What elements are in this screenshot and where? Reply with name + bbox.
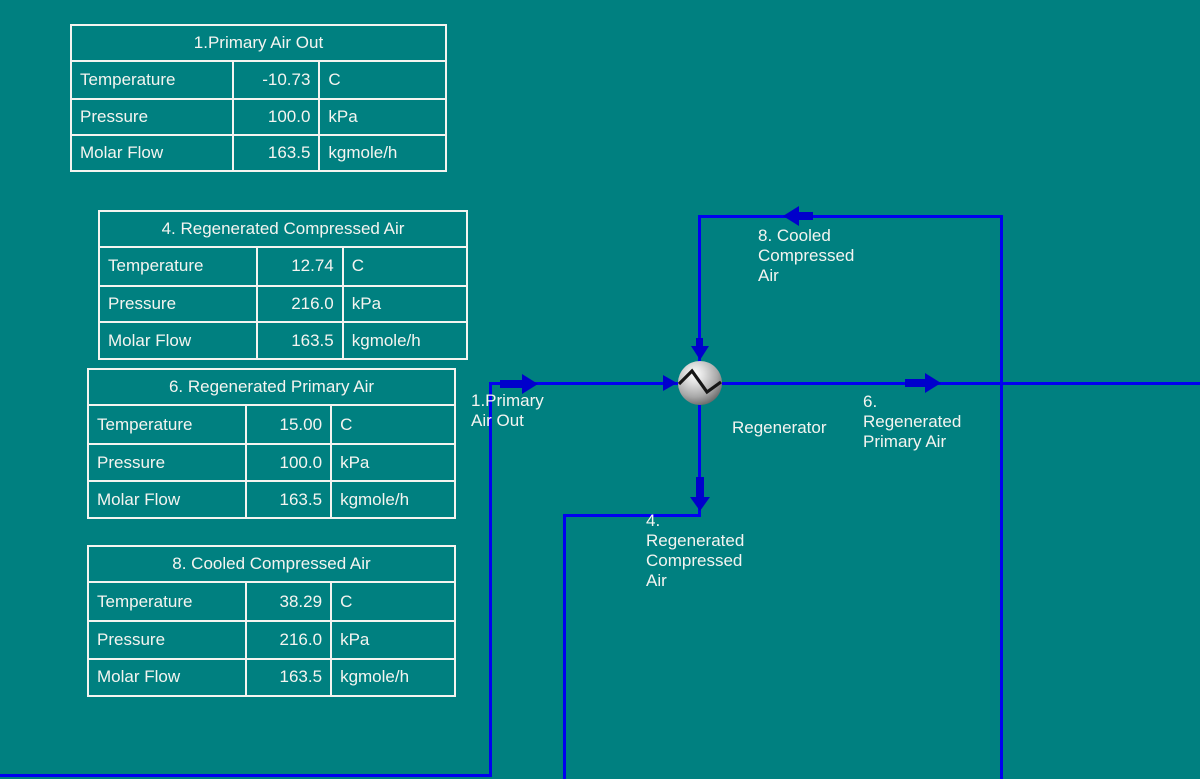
- stream-1-line-horizontal[interactable]: [489, 382, 679, 385]
- property-name: Pressure: [100, 286, 259, 322]
- property-value: 15.00: [247, 406, 333, 443]
- stream-6-label[interactable]: 6. Regenerated Primary Air: [863, 392, 961, 452]
- property-value: 100.0: [247, 445, 333, 480]
- table-row: Temperature -10.73 C: [72, 62, 445, 98]
- stream-1-flow-arrow-head-icon[interactable]: [522, 374, 538, 394]
- property-value: 163.5: [247, 482, 333, 517]
- stream-4-label-line: Regenerated: [646, 531, 745, 550]
- table-row: Pressure 216.0 kPa: [89, 620, 454, 658]
- property-unit: kPa: [351, 293, 382, 313]
- property-name: Temperature: [89, 406, 248, 443]
- property-unit: C: [328, 70, 341, 89]
- table-row: Temperature 38.29 C: [89, 583, 454, 621]
- property-name: Molar Flow: [100, 323, 259, 358]
- property-name: Temperature: [72, 62, 234, 98]
- property-name: Temperature: [89, 583, 248, 621]
- stream-4-flow-arrow[interactable]: [696, 477, 704, 497]
- stream-8-line-inlet[interactable]: [698, 215, 701, 365]
- table-title: 4. Regenerated Compressed Air: [100, 212, 466, 248]
- property-name: Molar Flow: [72, 136, 234, 170]
- property-value: 163.5: [247, 659, 333, 695]
- stream-8-line-horizontal[interactable]: [698, 215, 1003, 218]
- stream-1-label[interactable]: 1.Primary Air Out: [471, 391, 544, 431]
- property-value: 100.0: [234, 100, 321, 134]
- stream-1-line-vertical[interactable]: [489, 383, 492, 777]
- stream-table-6-regenerated-primary-air[interactable]: 6. Regenerated Primary Air Temperature 1…: [87, 368, 456, 519]
- stream-1-label-line: 1.Primary: [471, 391, 544, 410]
- property-name: Pressure: [89, 445, 248, 480]
- stream-table-4-regenerated-compressed-air[interactable]: 4. Regenerated Compressed Air Temperatur…: [98, 210, 468, 360]
- property-value: 12.74: [258, 248, 344, 285]
- stream-6-label-line: 6.: [863, 392, 878, 411]
- table-row: Molar Flow 163.5 kgmole/h: [72, 134, 445, 170]
- property-unit: kgmole/h: [328, 143, 398, 162]
- table-row: Molar Flow 163.5 kgmole/h: [89, 480, 454, 517]
- heat-exchanger-icon[interactable]: [678, 361, 722, 405]
- property-unit: kPa: [340, 629, 370, 649]
- stream-8-line-vertical[interactable]: [1000, 215, 1003, 779]
- property-name: Temperature: [100, 248, 259, 285]
- table-row: Pressure 216.0 kPa: [100, 284, 466, 322]
- property-value: 38.29: [247, 583, 333, 621]
- table-row: Molar Flow 163.5 kgmole/h: [89, 657, 454, 695]
- table-title: 1.Primary Air Out: [72, 26, 445, 62]
- stream-6-flow-arrow-head-icon[interactable]: [925, 373, 941, 393]
- stream-8-flow-arrow-head-icon[interactable]: [783, 206, 799, 226]
- property-unit: C: [351, 256, 365, 276]
- table-title: 6. Regenerated Primary Air: [89, 370, 454, 406]
- property-unit: C: [340, 591, 353, 611]
- unit-label-regenerator[interactable]: Regenerator: [732, 418, 827, 437]
- stream-8-label-line: Compressed: [758, 246, 855, 265]
- stream-8-inlet-arrow-icon[interactable]: [691, 346, 709, 360]
- property-unit: kgmole/h: [340, 667, 410, 687]
- stream-1-flow-arrow[interactable]: [500, 380, 522, 388]
- stream-6-label-line: Primary Air: [863, 432, 947, 451]
- stream-4-label-line: 4.: [646, 511, 661, 530]
- property-value: -10.73: [234, 62, 321, 98]
- stream-4-flow-arrow-head-icon[interactable]: [690, 497, 710, 511]
- stream-4-label[interactable]: 4. Regenerated Compressed Air: [646, 511, 744, 591]
- stream-8-label-line: Air: [758, 266, 779, 285]
- stream-8-label[interactable]: 8. Cooled Compressed Air: [758, 226, 854, 286]
- stream-1-label-line: Air Out: [471, 411, 524, 430]
- stream-table-1-primary-air-out[interactable]: 1.Primary Air Out Temperature -10.73 C P…: [70, 24, 447, 172]
- property-value: 163.5: [258, 323, 344, 358]
- property-value: 216.0: [258, 286, 344, 322]
- stream-6-line-horizontal[interactable]: [720, 382, 1200, 385]
- property-value: 163.5: [234, 136, 321, 170]
- property-name: Molar Flow: [89, 659, 248, 695]
- table-row: Molar Flow 163.5 kgmole/h: [100, 321, 466, 358]
- property-unit: kgmole/h: [351, 330, 421, 350]
- stream-8-flow-arrow[interactable]: [799, 212, 813, 220]
- property-name: Molar Flow: [89, 482, 248, 517]
- stream-6-flow-arrow[interactable]: [905, 379, 925, 387]
- stream-1-inlet-arrow-icon[interactable]: [663, 375, 677, 391]
- stream-4-label-line: Compressed: [646, 551, 743, 570]
- property-unit: kgmole/h: [340, 489, 410, 509]
- property-unit: kPa: [328, 107, 358, 126]
- property-value: 216.0: [247, 622, 333, 658]
- stream-8-label-line: 8. Cooled: [758, 226, 831, 245]
- stream-table-8-cooled-compressed-air[interactable]: 8. Cooled Compressed Air Temperature 38.…: [87, 545, 456, 697]
- table-row: Temperature 15.00 C: [89, 406, 454, 443]
- stream-8-inlet-arrow-tail[interactable]: [696, 338, 703, 348]
- table-row: Pressure 100.0 kPa: [89, 443, 454, 480]
- stream-4-line-outlet[interactable]: [698, 405, 701, 517]
- stream-4-line-horizontal[interactable]: [563, 514, 700, 517]
- table-row: Pressure 100.0 kPa: [72, 98, 445, 134]
- stream-4-line-vertical[interactable]: [563, 514, 566, 779]
- property-unit: C: [340, 414, 353, 434]
- stream-4-label-line: Air: [646, 571, 667, 590]
- table-row: Temperature 12.74 C: [100, 248, 466, 285]
- property-name: Pressure: [89, 622, 248, 658]
- stream-1-line-bottom[interactable]: [0, 774, 491, 777]
- property-unit: kPa: [340, 452, 370, 472]
- stream-6-label-line: Regenerated: [863, 412, 962, 431]
- property-name: Pressure: [72, 100, 234, 134]
- table-title: 8. Cooled Compressed Air: [89, 547, 454, 583]
- heat-exchanger-zigzag-icon: [678, 368, 722, 395]
